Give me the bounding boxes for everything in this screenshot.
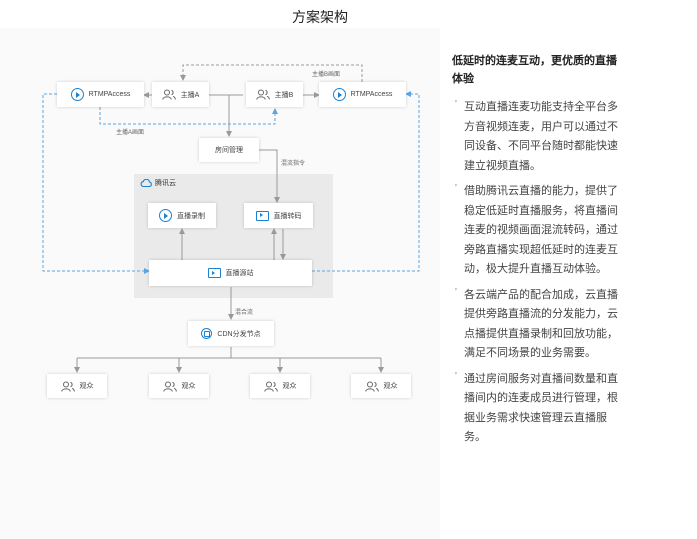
feature-bullet: 通过房间服务对直播间数量和直播间内的连麦成员进行管理，根据业务需求快速管理云直播… (452, 367, 622, 448)
cdn-label: CDN分发节点 (217, 330, 261, 338)
viewer-node: 观众 (149, 374, 209, 398)
rtmp-access-right-node: RTMPAccess (319, 82, 406, 107)
edge-label-host-b-picture: 主播B画面 (312, 72, 341, 78)
viewer-label: 观众 (79, 383, 94, 390)
feature-bullet: 互动直播连麦功能支持全平台多方音视频连麦，用户可以通过不同设备、不同平台随时都能… (452, 95, 622, 176)
viewer-node: 观众 (351, 374, 411, 398)
dashed-loop-right (312, 91, 420, 272)
edge-label-host-a-picture: 主播A画面 (116, 130, 145, 136)
user-icon (255, 89, 270, 100)
live-record-node: 直播录制 (148, 203, 216, 228)
cdn-fanout (74, 347, 384, 373)
room-management-node: 房间管理 (199, 138, 259, 162)
viewer-label: 观众 (383, 383, 398, 390)
viewer-node: 观众 (47, 374, 107, 398)
rtmp-access-left-node: RTMPAccess (57, 82, 144, 107)
host-b-picture-link (180, 64, 363, 82)
live-record-label: 直播录制 (177, 212, 205, 220)
play-icon (159, 209, 172, 222)
page-title: 方案架构 (292, 9, 348, 25)
user-icon (161, 89, 176, 100)
rtmp-access-right-label: RTMPAccess (350, 91, 393, 98)
cdn-node: CDN分发节点 (188, 321, 274, 346)
viewer-label: 观众 (282, 383, 297, 390)
user-icon (263, 381, 278, 392)
feature-bullet: 各云端产品的配合加成，云直播提供旁路直播流的分发能力，云点播提供直播录制和回放功… (452, 283, 622, 364)
edge-label-mix-command: 混流指令 (281, 161, 306, 167)
live-source-station-label: 直播源站 (225, 270, 254, 277)
dashed-loop-left (42, 93, 150, 274)
live-source-station-node: 直播源站 (149, 260, 312, 286)
host-b-node: 主播B (246, 82, 303, 107)
host-arrows (143, 92, 320, 137)
feature-description: 低延时的连麦互动，更优质的直播体验 互动直播连麦功能支持全平台多方音视频连麦，用… (452, 52, 622, 454)
live-transcode-label: 直播转码 (273, 212, 302, 220)
viewer-node: 观众 (250, 374, 310, 398)
play-icon (70, 88, 84, 101)
edge-label-mixed-stream: 混合流 (235, 310, 254, 316)
host-b-label: 主播B (274, 91, 294, 99)
feature-headline: 低延时的连麦互动，更优质的直播体验 (452, 55, 617, 85)
cloud-arrows (179, 149, 286, 320)
tencent-cloud-label-text: 腾讯云 (155, 180, 176, 187)
room-management-label: 房间管理 (215, 147, 243, 154)
cloud-icon (140, 179, 152, 187)
video-screen-icon (255, 210, 269, 221)
host-a-label: 主播A (180, 91, 200, 99)
video-screen-icon (207, 268, 221, 278)
cdn-icon (201, 328, 213, 339)
rtmp-access-left-label: RTMPAccess (88, 91, 131, 98)
user-icon (60, 381, 75, 392)
tencent-cloud-label: 腾讯云 (140, 178, 176, 188)
live-transcode-node: 直播转码 (244, 203, 313, 228)
host-a-node: 主播A (152, 82, 209, 107)
diagram-connectors (42, 64, 420, 373)
user-icon (364, 381, 379, 392)
viewer-label: 观众 (181, 383, 196, 390)
user-icon (162, 381, 177, 392)
feature-bullet: 借助腾讯云直播的能力，提供了稳定低延时直播服务，将直播间连麦的视频画面混流转码，… (452, 179, 622, 280)
host-a-picture-link (99, 107, 278, 125)
play-icon (332, 88, 346, 101)
